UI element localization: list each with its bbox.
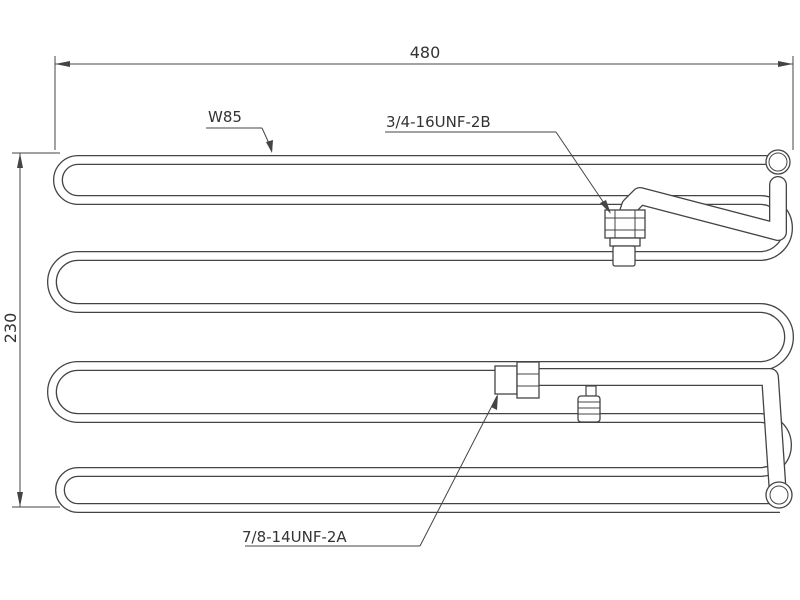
top-fitting-callout: 3/4-16UNF-2B xyxy=(385,113,611,214)
top-fitting-label: 3/4-16UNF-2B xyxy=(386,113,491,131)
upper-connecting-pipe xyxy=(619,176,787,241)
bottom-fitting-callout: 7/8-14UNF-2A xyxy=(242,394,498,547)
top-fitting xyxy=(604,209,646,267)
width-dimension-label: 480 xyxy=(410,43,441,62)
tube-spec-callout: W85 xyxy=(206,108,273,153)
bottom-fitting-label: 7/8-14UNF-2A xyxy=(242,528,347,546)
bottom-fitting xyxy=(494,361,540,399)
width-dimension: 480 xyxy=(54,43,794,150)
top-tube-end xyxy=(765,149,791,175)
height-dimension: 230 xyxy=(1,152,60,508)
tube-spec-label: W85 xyxy=(208,108,242,126)
lower-connecting-pipe xyxy=(531,368,793,509)
service-valve xyxy=(577,385,601,423)
height-dimension-label: 230 xyxy=(1,313,20,344)
